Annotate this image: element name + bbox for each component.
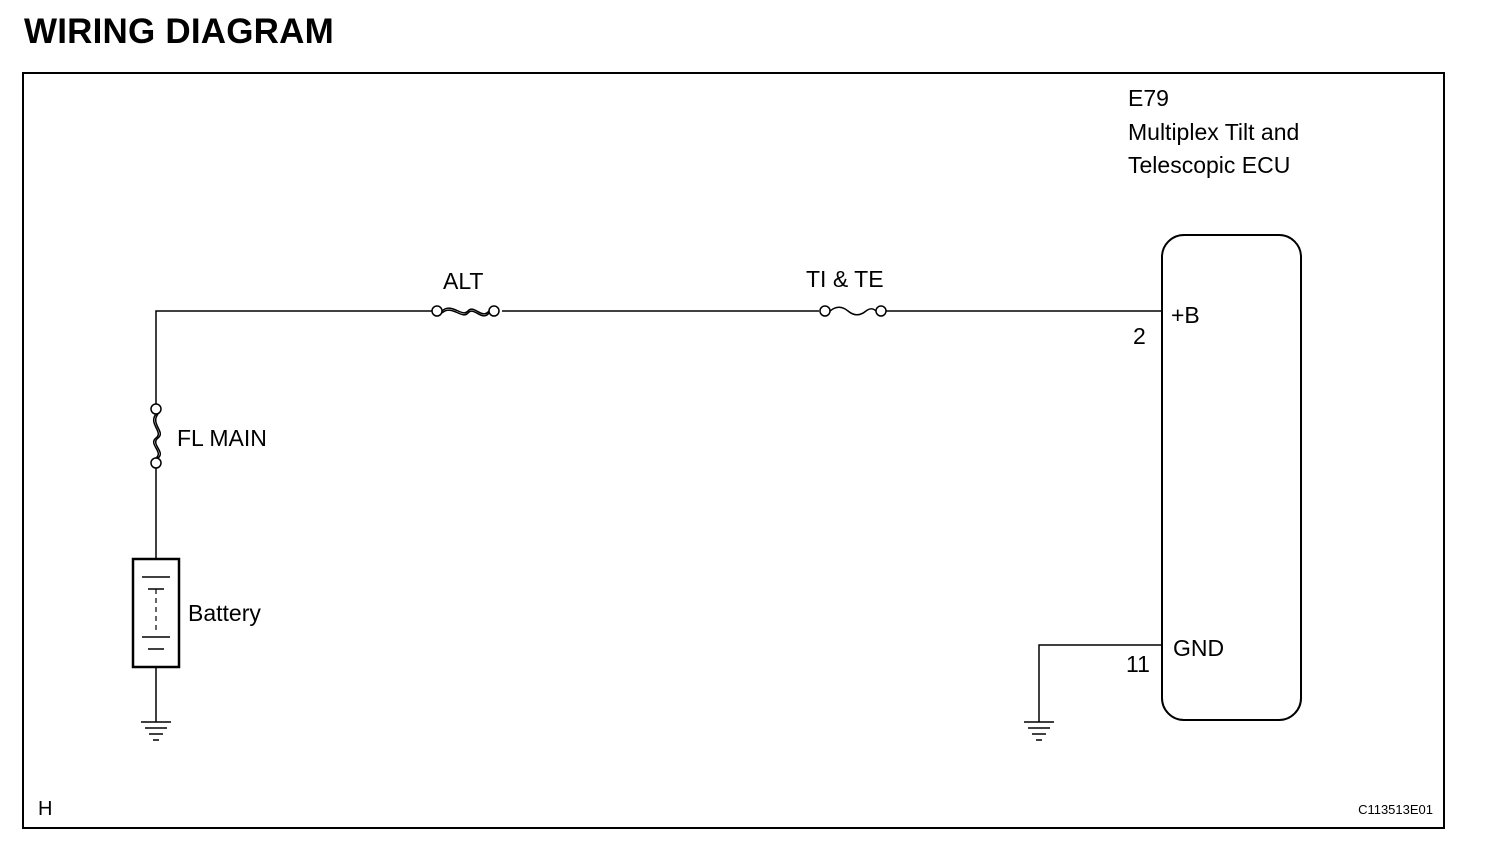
ecu-name-line1: Multiplex Tilt and [1128, 119, 1299, 145]
alt-fuse-label: ALT [443, 268, 483, 294]
ecu-name-line2: Telescopic ECU [1128, 152, 1290, 178]
figure-id: C113513E01 [1358, 802, 1433, 817]
corner-mark: H [38, 798, 52, 820]
ti-te-fuse-icon [819, 305, 887, 317]
page-title: WIRING DIAGRAM [24, 12, 334, 51]
ecu-ground-wire [1038, 644, 1162, 722]
ecu-box [1161, 234, 1302, 721]
diagram-frame [22, 72, 1445, 829]
fl-main-fuse-icon [150, 403, 162, 469]
pin-name-b: +B [1171, 302, 1200, 328]
alt-fuse-icon [431, 305, 500, 317]
fl-main-fuse-label: FL MAIN [177, 425, 267, 451]
ecu-ground-icon [1024, 721, 1054, 741]
battery-icon [131, 557, 181, 669]
supply-wire [155, 310, 1162, 404]
pin-number-b: 2 [1133, 323, 1146, 349]
ti-te-fuse-label: TI & TE [806, 266, 884, 292]
pin-number-gnd: 11 [1126, 651, 1150, 677]
battery-ground-icon [141, 721, 171, 741]
pin-name-gnd: GND [1173, 635, 1224, 661]
battery-label: Battery [188, 600, 261, 626]
ecu-code: E79 [1128, 85, 1169, 111]
